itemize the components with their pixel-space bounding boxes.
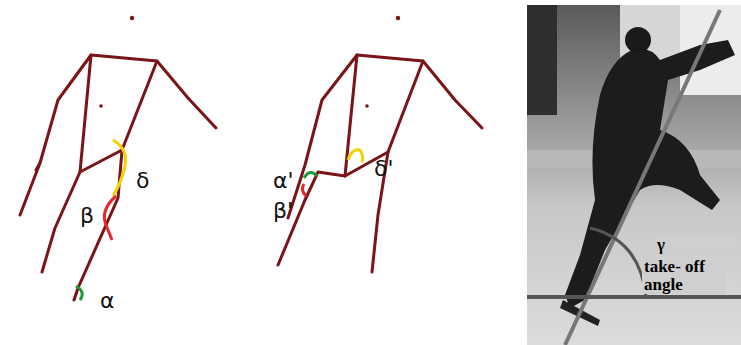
angle-label: γ xyxy=(655,236,737,254)
skater-photo xyxy=(527,5,741,345)
angle-symbol: α xyxy=(100,290,115,312)
angle-symbol: β' xyxy=(273,200,293,222)
stick-figure-left xyxy=(20,16,216,300)
stick-figure-right xyxy=(278,16,482,272)
angle-symbol: δ xyxy=(136,170,149,192)
angle-symbol: β xyxy=(80,205,94,227)
angle-symbol: δ' xyxy=(374,158,394,180)
angle-label: take- off angle xyxy=(642,258,726,294)
angle-symbol: α' xyxy=(273,170,294,192)
